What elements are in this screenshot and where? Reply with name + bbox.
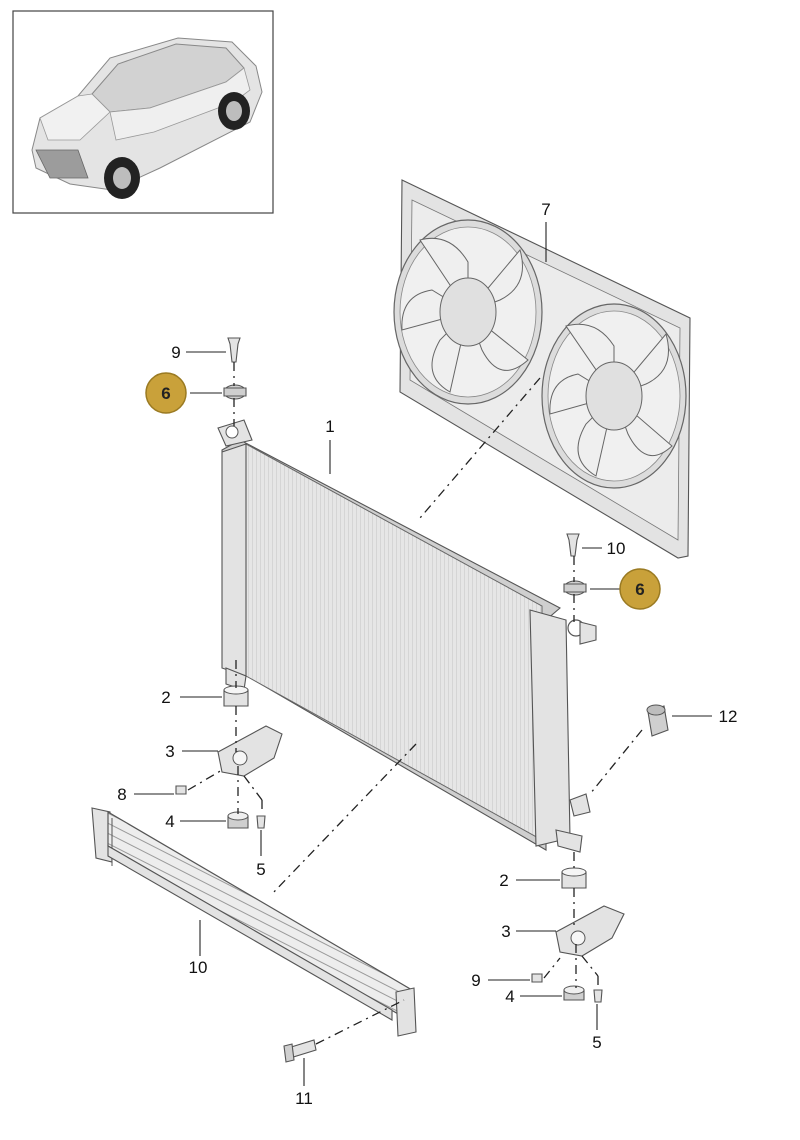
bracket-3-right bbox=[555, 905, 625, 957]
leader-lines bbox=[134, 222, 712, 1086]
hardware-parts bbox=[175, 337, 669, 1063]
radiator-icon bbox=[217, 419, 597, 853]
callout-5-left: 5 bbox=[256, 860, 265, 879]
callout-7: 7 bbox=[541, 200, 550, 219]
highlight-badges: 6 6 bbox=[145, 372, 661, 610]
badge-6-lower[interactable]: 6 bbox=[619, 568, 661, 610]
callout-2-left: 2 bbox=[161, 688, 170, 707]
vehicle-thumbnail bbox=[12, 10, 274, 214]
auxiliary-cooler-icon bbox=[91, 807, 417, 1037]
badge-6-upper[interactable]: 6 bbox=[145, 372, 187, 414]
screw-5-left bbox=[256, 815, 266, 829]
callout-3-left: 3 bbox=[165, 742, 174, 761]
callout-11: 11 bbox=[295, 1089, 313, 1108]
badge-6-lower-label: 6 bbox=[635, 580, 644, 599]
callout-8-right: 9 bbox=[471, 971, 480, 990]
car-suv-icon bbox=[31, 37, 263, 199]
fan-right bbox=[541, 303, 687, 489]
callout-8-left: 8 bbox=[117, 785, 126, 804]
callout-2-right: 2 bbox=[499, 871, 508, 890]
screw-8-left bbox=[175, 785, 187, 795]
callout-9-upper: 9 bbox=[171, 343, 180, 362]
callout-12: 12 bbox=[719, 707, 738, 726]
screw-8-right bbox=[531, 973, 543, 983]
assembly-lines bbox=[187, 362, 643, 1045]
screw-5-right bbox=[593, 989, 603, 1003]
bolt-9-upper bbox=[227, 337, 241, 363]
badge-6-upper-label: 6 bbox=[161, 384, 170, 403]
bolt-9-lower bbox=[566, 533, 580, 557]
callout-4-right: 4 bbox=[505, 987, 514, 1006]
cooling-fan-icon bbox=[393, 179, 691, 559]
callout-10: 10 bbox=[189, 958, 208, 977]
callout-5-right: 5 bbox=[592, 1033, 601, 1052]
bracket-3-left bbox=[217, 725, 283, 777]
callout-9-lower: 10 bbox=[607, 539, 626, 558]
callout-3-right: 3 bbox=[501, 922, 510, 941]
callouts: 9 1 7 10 2 3 8 4 5 2 3 9 4 5 12 10 11 bbox=[117, 200, 737, 1108]
fan-left bbox=[393, 219, 543, 405]
callout-1: 1 bbox=[325, 417, 334, 436]
callout-4-left: 4 bbox=[165, 812, 174, 831]
